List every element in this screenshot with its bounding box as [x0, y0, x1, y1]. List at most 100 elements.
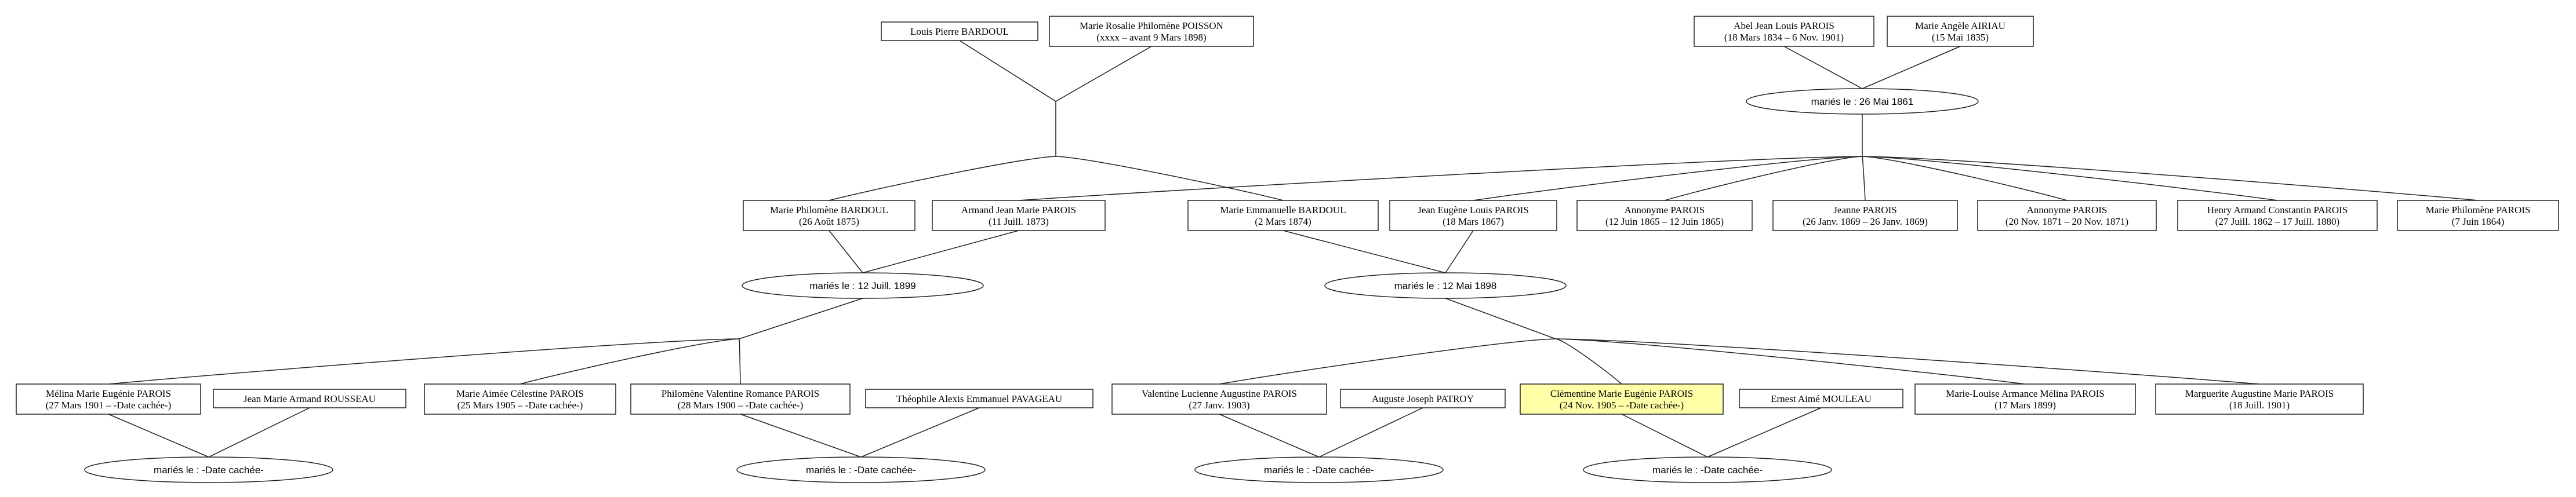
union-label: mariés le : 12 Mai 1898 — [1394, 280, 1497, 291]
person-name: Marie Rosalie Philomène POISSON — [1080, 20, 1223, 31]
union-u-armand[interactable]: mariés le : 12 Juill. 1899 — [742, 272, 984, 299]
person-dates: (18 Juill. 1901) — [2229, 400, 2290, 411]
person-dates: (2 Mars 1874) — [1255, 216, 1311, 227]
edge-melina — [108, 414, 209, 458]
person-marie-emmanuelle[interactable]: Marie Emmanuelle BARDOUL(2 Mars 1874) — [1187, 200, 1379, 231]
union-ellipse — [1746, 88, 1979, 115]
person-name: Auguste Joseph PATROY — [1372, 393, 1474, 404]
edge-parois-child-armand_jean — [1018, 156, 1863, 201]
edge-angele — [1862, 46, 1961, 89]
union-ellipse — [84, 456, 333, 483]
edge-parois-child-henry — [1862, 156, 2278, 201]
edge-bardoul-child-marie_emmanuelle — [1055, 156, 1284, 201]
person-dates: (27 Juill. 1862 – 17 Juill. 1880) — [2215, 216, 2339, 227]
person-dates: (27 Janv. 1903) — [1189, 400, 1249, 411]
person-marie-louise[interactable]: Marie-Louise Armance Mélina PAROIS(17 Ma… — [1914, 383, 2136, 415]
person-louis-pierre[interactable]: Louis Pierre BARDOUL — [881, 21, 1038, 41]
person-box — [1977, 200, 2157, 231]
person-armand-jean[interactable]: Armand Jean Marie PAROIS(11 Juill. 1873) — [932, 200, 1106, 231]
person-box — [1914, 383, 2136, 415]
edge-clementine — [1621, 414, 1708, 458]
edge-armand-stem — [739, 298, 863, 339]
union-label: mariés le : -Date cachée- — [154, 465, 264, 476]
person-box — [2155, 383, 2364, 415]
person-name: Abel Jean Louis PAROIS — [1734, 20, 1834, 31]
edge-armand-child-marie_aimee — [519, 338, 740, 385]
union-u-clementine[interactable]: mariés le : -Date cachée- — [1583, 456, 1832, 483]
person-marie-aimee[interactable]: Marie Aimée Célestine PAROIS(25 Mars 190… — [424, 383, 616, 415]
person-box — [1576, 200, 1753, 231]
person-name: Mélina Marie Eugénie PAROIS — [46, 388, 171, 399]
person-abel-jean[interactable]: Abel Jean Louis PAROIS(18 Mars 1834 – 6 … — [1694, 16, 1874, 47]
person-melina[interactable]: Mélina Marie Eugénie PAROIS(27 Mars 1901… — [16, 383, 201, 415]
person-name: Marie Angèle AIRIAU — [1915, 20, 2005, 31]
person-auguste[interactable]: Auguste Joseph PATROY — [1340, 389, 1506, 408]
person-box — [1694, 16, 1874, 47]
person-name: Louis Pierre BARDOUL — [910, 26, 1009, 37]
person-valentine[interactable]: Valentine Lucienne Augustine PAROIS(27 J… — [1111, 383, 1327, 415]
person-anonyme2[interactable]: Annonyme PAROIS(20 Nov. 1871 – 20 Nov. 1… — [1977, 200, 2157, 231]
person-name: Valentine Lucienne Augustine PAROIS — [1142, 388, 1297, 399]
edge-armand — [862, 230, 1019, 273]
edge-marie-rosalie — [1055, 46, 1152, 102]
person-dates: (20 Nov. 1871 – 20 Nov. 1871) — [2005, 216, 2128, 227]
person-name: Jean Eugène Louis PAROIS — [1418, 204, 1529, 215]
edge-auguste — [1318, 407, 1423, 458]
person-marie-philomene-p[interactable]: Marie Philomène PAROIS(7 Juin 1864) — [2397, 200, 2559, 231]
person-name: Jeanne PAROIS — [1833, 204, 1896, 215]
person-box — [16, 383, 201, 415]
edge-jean-child-valentine — [1219, 338, 1556, 385]
edge-jean-child-marie_louise — [1555, 338, 2026, 385]
union-label: mariés le : -Date cachée- — [806, 465, 916, 476]
person-box — [865, 389, 1093, 408]
person-ernest[interactable]: Ernest Aimé MOULEAU — [1739, 389, 1903, 408]
person-clementine[interactable]: Clémentine Marie Eugénie PAROIS(24 Nov. … — [1520, 383, 1724, 415]
union-u-abel[interactable]: mariés le : 26 Mai 1861 — [1746, 88, 1979, 115]
person-name: Clémentine Marie Eugénie PAROIS — [1550, 388, 1693, 399]
edge-abel — [1783, 46, 1863, 89]
person-name: Marie Aimée Célestine PAROIS — [456, 388, 584, 399]
union-label: mariés le : 26 Mai 1861 — [1811, 96, 1914, 107]
person-dates: (18 Mars 1867) — [1443, 216, 1504, 227]
person-anonyme1[interactable]: Annonyme PAROIS(12 Juin 1865 – 12 Juin 1… — [1576, 200, 1753, 231]
person-marie-angele[interactable]: Marie Angèle AIRIAU(15 Mai 1835) — [1887, 16, 2034, 47]
person-jean-eugene[interactable]: Jean Eugène Louis PAROIS(18 Mars 1867) — [1389, 200, 1557, 231]
edge-jean-marie — [208, 407, 310, 458]
edge-parois-child-jean_eugene — [1473, 156, 1863, 201]
person-box — [1340, 389, 1506, 408]
person-marie-philomene-b[interactable]: Marie Philomène BARDOUL(26 Août 1875) — [743, 200, 915, 231]
tree-nodes: Louis Pierre BARDOUL Marie Rosalie Philom… — [16, 16, 2559, 483]
union-u-jean[interactable]: mariés le : 12 Mai 1898 — [1324, 272, 1567, 299]
person-name: Annonyme PAROIS — [2027, 204, 2108, 215]
person-theophile[interactable]: Théophile Alexis Emmanuel PAVAGEAU — [865, 389, 1093, 408]
person-philomene-valentine[interactable]: Philomène Valentine Romance PAROIS(28 Ma… — [630, 383, 851, 415]
person-name: Philomène Valentine Romance PAROIS — [662, 388, 819, 399]
person-jean-marie[interactable]: Jean Marie Armand ROUSSEAU — [213, 389, 406, 408]
edge-armand-child-philomene_valentine — [739, 338, 741, 385]
edge-parois-child-jeanne — [1862, 156, 1866, 201]
edge-ernest — [1707, 407, 1822, 458]
union-u-valentine[interactable]: mariés le : -Date cachée- — [1194, 456, 1444, 483]
person-box — [2177, 200, 2378, 231]
person-box — [1187, 200, 1379, 231]
person-dates: (28 Mars 1900 – -Date cachée-) — [678, 400, 804, 411]
person-dates: (12 Juin 1865 – 12 Juin 1865) — [1605, 216, 1724, 227]
edge-valentine — [1219, 414, 1320, 458]
person-marguerite[interactable]: Marguerite Augustine Marie PAROIS(18 Jui… — [2155, 383, 2364, 415]
union-u-philo[interactable]: mariés le : -Date cachée- — [736, 456, 986, 483]
person-dates: (24 Nov. 1905 – -Date cachée-) — [1560, 400, 1684, 411]
person-marie-rosalie[interactable]: Marie Rosalie Philomène POISSON(xxxx – a… — [1049, 16, 1254, 47]
edge-jean-stem — [1445, 298, 1556, 339]
person-dates: (7 Juin 1864) — [2452, 216, 2505, 227]
person-name: Marie Emmanuelle BARDOUL — [1220, 204, 1346, 215]
person-henry[interactable]: Henry Armand Constantin PAROIS(27 Juill.… — [2177, 200, 2378, 231]
person-box — [424, 383, 616, 415]
union-label: mariés le : 12 Juill. 1899 — [809, 280, 915, 291]
person-name: Théophile Alexis Emmanuel PAVAGEAU — [896, 393, 1062, 404]
person-name: Armand Jean Marie PAROIS — [961, 204, 1076, 215]
union-u-melina[interactable]: mariés le : -Date cachée- — [84, 456, 333, 483]
union-ellipse — [1194, 456, 1444, 483]
edge-philomene-valentine — [740, 414, 862, 458]
person-jeanne[interactable]: Jeanne PAROIS(26 Janv. 1869 – 26 Janv. 1… — [1772, 200, 1958, 231]
